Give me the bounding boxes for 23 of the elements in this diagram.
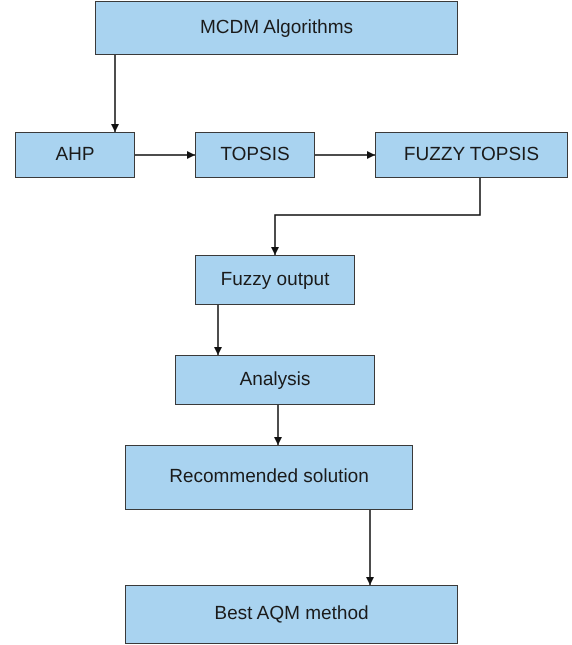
process-box xyxy=(125,445,413,510)
process-box xyxy=(125,585,458,644)
arrow xyxy=(315,151,375,159)
arrow xyxy=(111,55,119,132)
box-label: TOPSIS xyxy=(219,144,291,166)
box-label: Recommended solution xyxy=(168,466,370,489)
process-box xyxy=(375,132,568,178)
process-box xyxy=(95,1,458,55)
arrow xyxy=(135,151,195,159)
arrow xyxy=(271,178,481,255)
process-box xyxy=(15,132,135,178)
process-box xyxy=(175,355,375,405)
box-label: FUZZY TOPSIS xyxy=(402,144,540,166)
arrow xyxy=(214,305,222,355)
arrow xyxy=(274,405,282,445)
box-label: AHP xyxy=(54,144,96,166)
box-label: Best AQM method xyxy=(213,603,370,626)
box-label: Fuzzy output xyxy=(220,268,330,292)
process-box xyxy=(195,255,355,305)
box-label: Analysis xyxy=(238,368,312,392)
box-label: MCDM Algorithms xyxy=(198,16,354,40)
process-box xyxy=(195,132,315,178)
arrow xyxy=(366,510,374,585)
